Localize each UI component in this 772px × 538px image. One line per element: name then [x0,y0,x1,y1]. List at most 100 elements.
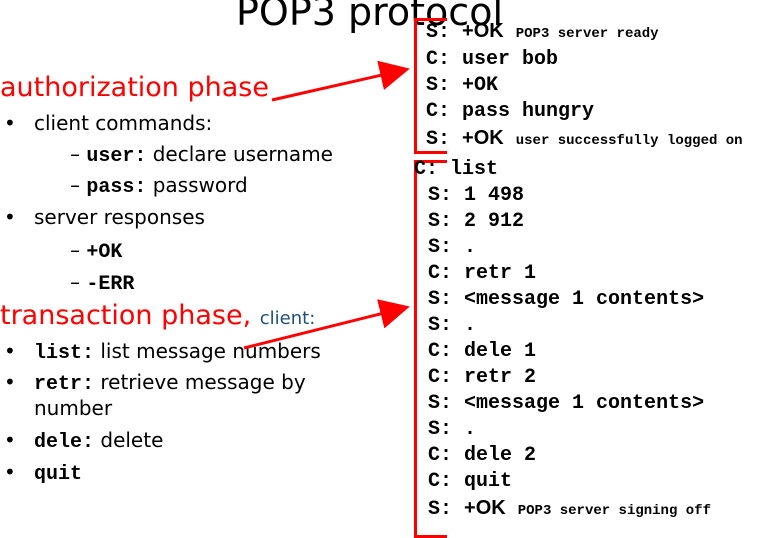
session-line-text: +OK [464,497,506,519]
session-line-prefix: S: [426,128,451,151]
dash-icon: – [70,270,87,294]
session-line-prefix: C: [428,340,453,363]
bullet-server-responses: • server responses [4,205,205,229]
session-line: C: retr 2 [414,365,711,391]
sub-bullet-pass: – pass: password [70,173,248,199]
session-line-prefix: S: [428,418,453,441]
retr-description-continued: number [34,396,113,420]
session-line-prefix: C: [428,262,453,285]
session-line-text: +OK [462,127,504,149]
ok-response: +OK [86,241,123,264]
session-line: C: list [414,157,711,183]
session-line: C: user bob [426,47,743,73]
session-line-prefix: S: [426,21,451,44]
bullet-dot-icon: • [4,370,16,394]
session-line-prefix: S: [426,74,451,97]
session-line: S: 2 912 [414,209,711,235]
quit-command: quit [34,463,83,486]
session-line-note: POP3 server signing off [517,503,711,519]
sub-bullet-ok: – +OK [70,238,122,264]
session-line-prefix: S: [428,498,453,521]
session-line-text: user bob [462,48,559,71]
session-line-prefix: C: [428,470,453,493]
session-line: S: <message 1 contents> [414,391,711,417]
retr-description: retrieve message by [100,370,306,394]
session-line-text: retr 2 [464,366,537,389]
session-line-prefix: S: [428,392,453,415]
bullet-retr: • retr: retrieve message by [4,370,306,396]
bullet-dot-icon: • [4,205,16,229]
dele-description: delete [100,428,164,452]
sub-bullet-err: – -ERR [70,270,134,296]
session-line-text: quit [464,470,513,493]
dash-icon: – [70,238,87,262]
session-line-prefix: C: [428,444,453,467]
authorization-arrow [271,60,410,102]
slide-title: POP3 protocol [236,0,504,34]
transaction-heading-note: client: [259,308,316,329]
session-line: S: +OK [426,73,743,99]
session-line-text: 1 498 [464,184,525,207]
dash-icon: – [70,142,87,166]
session-line-prefix: S: [428,314,453,337]
retr-command: retr: [34,373,95,396]
session-line-note: POP3 server ready [515,26,659,42]
session-line-prefix: S: [428,236,453,259]
session-line: C: dele 1 [414,339,711,365]
session-line-note: user successfully logged on [515,133,743,149]
session-line-text: <message 1 contents> [464,288,705,311]
session-line: C: pass hungry [426,99,743,125]
bullet-dot-icon: • [4,111,16,135]
bullet-list: • list: list message numbers [4,339,321,365]
session-line: S: . [414,313,711,339]
session-line-prefix: S: [428,184,453,207]
user-command: user: [86,145,147,168]
session-line-prefix: S: [428,288,453,311]
bullet-dele: • dele: delete [4,428,164,454]
session-line-text: list [450,158,499,181]
bullet-dot-icon: • [4,460,16,484]
session-line-text: dele 2 [464,444,537,467]
session-line: S: +OK POP3 server ready [426,18,743,47]
session-line: S: . [414,417,711,443]
transaction-bracket [414,160,447,538]
authorization-bracket [414,18,447,154]
session-line-prefix: C: [414,158,439,181]
session-line-text: 2 912 [464,210,525,233]
bullet-client-commands: • client commands: [4,111,213,135]
session-line: S: . [414,235,711,261]
session-line-prefix: S: [428,210,453,233]
authorization-heading-text: authorization phase [0,72,269,103]
transaction-arrow [243,299,410,350]
session-line-text: . [464,314,477,337]
transaction-heading-text: transaction phase, [0,300,252,331]
session-line: C: quit [414,469,711,495]
session-line: S: +OK POP3 server signing off [414,495,711,524]
session-line-prefix: C: [426,48,451,71]
list-description: list message numbers [100,339,321,363]
bullet-dot-icon: • [4,428,16,452]
session-line-text: dele 1 [464,340,537,363]
session-line-text: . [464,236,477,259]
bullet-server-responses-text: server responses [34,205,205,229]
session-line-text: <message 1 contents> [464,392,705,415]
err-response: -ERR [86,273,135,296]
user-description: declare username [152,142,333,166]
session-line: S: +OK user successfully logged on [426,125,743,154]
session-line: S: <message 1 contents> [414,287,711,313]
session-line-text: +OK [462,74,499,97]
session-line: C: dele 2 [414,443,711,469]
session-line: S: 1 498 [414,183,711,209]
session-line-text: retr 1 [464,262,537,285]
bullet-client-commands-text: client commands: [34,111,213,135]
bullet-dot-icon: • [4,339,16,363]
authorization-heading: authorization phase [0,72,269,103]
session-line-prefix: C: [428,366,453,389]
pass-command: pass: [86,176,147,199]
list-command: list: [34,342,95,365]
session-line-text: . [464,418,477,441]
session-line-text: pass hungry [462,100,595,123]
